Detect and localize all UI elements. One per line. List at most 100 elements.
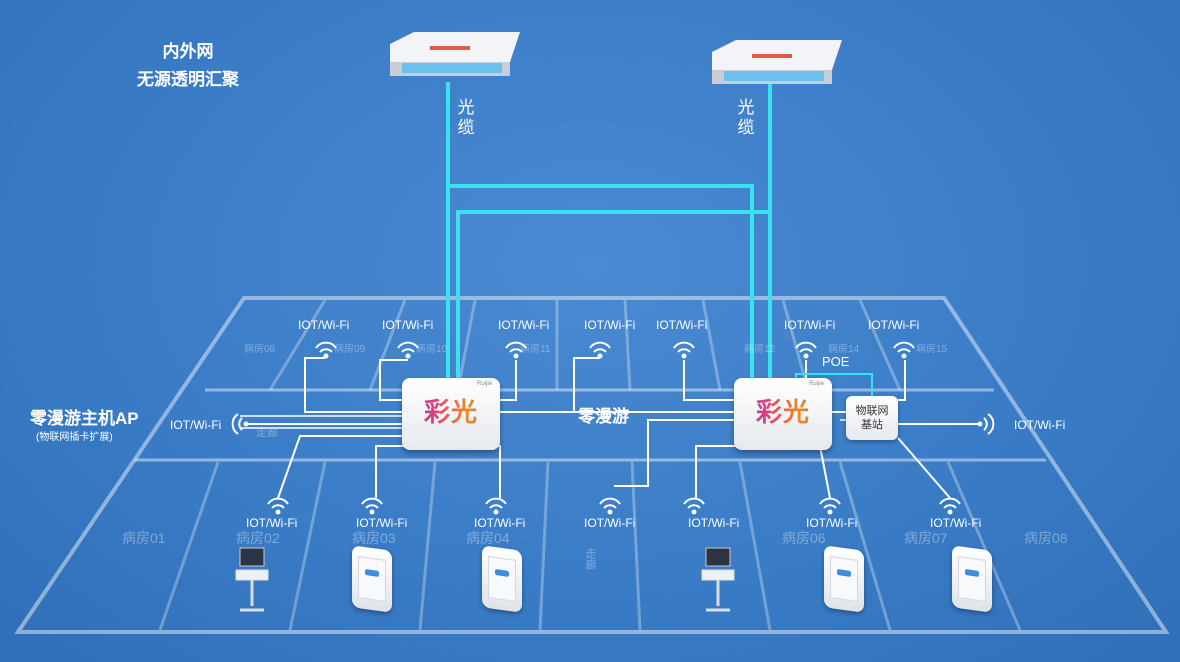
fiber-cross: [448, 184, 754, 378]
link-ap2-wifi-e: [819, 445, 831, 499]
poe-label: POE: [822, 354, 850, 369]
wifi-label: IOT/Wi-Fi: [246, 516, 298, 530]
ap-brand: 彩光: [734, 392, 832, 429]
front-wall-4: [538, 461, 550, 631]
wifi-icon: [589, 341, 611, 359]
wifi-label: IOT/Wi-Fi: [806, 516, 858, 530]
room-label: 病房01: [122, 530, 166, 546]
wifi-icons: [231, 341, 995, 515]
floor-plan: [14, 296, 1170, 634]
cable-label-left: 光缆: [457, 98, 475, 137]
wifi-label: IOT/Wi-Fi: [382, 318, 434, 332]
title-line-2: 无源透明汇聚: [137, 70, 239, 89]
medical-cart-icon: [235, 547, 269, 612]
front-wall-2: [288, 461, 327, 631]
mobile-terminal-icon: [352, 545, 392, 613]
mobile-terminal-icon: [482, 545, 522, 613]
wifi-label: IOT/Wi-Fi: [930, 516, 982, 530]
ap-brand: 彩光: [402, 392, 500, 429]
wifi-label: IOT/Wi-Fi: [474, 516, 526, 530]
wifi-label: IOT/Wi-Fi: [688, 516, 740, 530]
room-label: 病房02: [236, 530, 280, 546]
wifi-label: IOT/Wi-Fi: [356, 516, 408, 530]
wifi-label: IOT/Wi-Fi: [784, 318, 836, 332]
room-label: 病房08: [244, 344, 276, 355]
wifi-label: IOT/Wi-Fi: [498, 318, 550, 332]
link-ap2-wifi-a: [683, 360, 736, 401]
room-label: 病房07: [904, 530, 948, 546]
room-label: 病房12: [744, 344, 776, 355]
wifi-icon: [819, 497, 841, 515]
room-label: 病房04: [466, 530, 510, 546]
iot-station-line-1: 物联网: [855, 405, 889, 417]
room-label: 病房06: [782, 530, 826, 546]
wifi-icon: [893, 341, 915, 359]
room-walls: [158, 299, 1022, 631]
wifi-label: IOT/Wi-Fi: [298, 318, 350, 332]
title-line-1: 内外网: [162, 42, 214, 61]
wifi-icon: [599, 497, 621, 515]
front-wall-3: [418, 461, 437, 631]
corridor-label: 走廊: [256, 427, 278, 439]
back-wall-2: [368, 299, 407, 391]
fiber-left-b: [456, 210, 770, 378]
main-ap-title: 零漫游主机AP: [30, 409, 139, 428]
link-ap1-wifi-d: [277, 435, 402, 499]
ap-device-right: Ruijie 彩光: [734, 378, 832, 450]
connection-lines: [248, 357, 978, 499]
front-wall-8: [946, 461, 1022, 631]
room-label: 病房15: [916, 344, 948, 355]
iot-base-station: 物联网 基站: [846, 396, 898, 440]
ap-tag: Ruijie: [808, 381, 824, 387]
wifi-icon: [673, 341, 695, 359]
wifi-label: IOT/Wi-Fi: [1014, 418, 1066, 432]
wifi-icon: [361, 497, 383, 515]
wifi-icon: [267, 497, 289, 515]
front-wall-1: [158, 461, 220, 631]
link-ap1-wifi-e: [375, 445, 410, 498]
wifi-icon-side: [977, 413, 995, 435]
ap-tag: Ruijie: [476, 381, 492, 387]
ap-device-left: Ruijie 彩光: [402, 378, 500, 450]
splitter-left: [390, 32, 520, 76]
back-wall-1: [268, 299, 327, 391]
link-ap1-wifi-c: [496, 360, 517, 401]
wifi-icon: [683, 497, 705, 515]
front-wall-6: [738, 461, 772, 631]
cable-label-right: 光缆: [737, 98, 755, 137]
wifi-icon: [795, 341, 817, 359]
fiber-cables: [446, 82, 772, 378]
link-ap2-wifi-c: [695, 445, 744, 498]
wifi-label: IOT/Wi-Fi: [584, 516, 636, 530]
wifi-label: IOT/Wi-Fi: [656, 318, 708, 332]
back-wall-6: [701, 299, 722, 391]
link-ap1-wifi-b: [379, 359, 408, 401]
link-ap1-wifi-a: [304, 357, 402, 413]
room-label: 病房03: [352, 530, 396, 546]
mobile-terminal-icon: [824, 545, 864, 613]
wifi-label: IOT/Wi-Fi: [868, 318, 920, 332]
back-wall-8: [858, 299, 902, 391]
room-label: 病房14: [828, 344, 860, 355]
front-wall-7: [838, 461, 892, 631]
corridor-label: 走廊: [584, 548, 596, 570]
mobile-terminal-icon: [952, 545, 992, 613]
wifi-label: IOT/Wi-Fi: [170, 418, 222, 432]
room-label: 病房11: [520, 344, 551, 355]
back-wall-5: [623, 299, 632, 391]
floor-outline: [14, 296, 1170, 634]
wifi-icon: [939, 497, 961, 515]
wifi-icon: [505, 341, 527, 359]
wifi-icon-side: [231, 413, 249, 435]
room-label: 病房09: [334, 344, 366, 355]
iot-station-line-2: 基站: [861, 419, 883, 431]
medical-cart-icon: [701, 547, 735, 612]
room-label: 病房08: [1024, 530, 1068, 546]
link-ap1-wifi-f: [486, 445, 501, 498]
main-ap-subtitle: (物联网插卡扩展): [36, 432, 113, 443]
room-label: 病房10: [416, 344, 448, 355]
wifi-icon: [397, 341, 419, 359]
link-iot-wifi: [898, 360, 906, 401]
